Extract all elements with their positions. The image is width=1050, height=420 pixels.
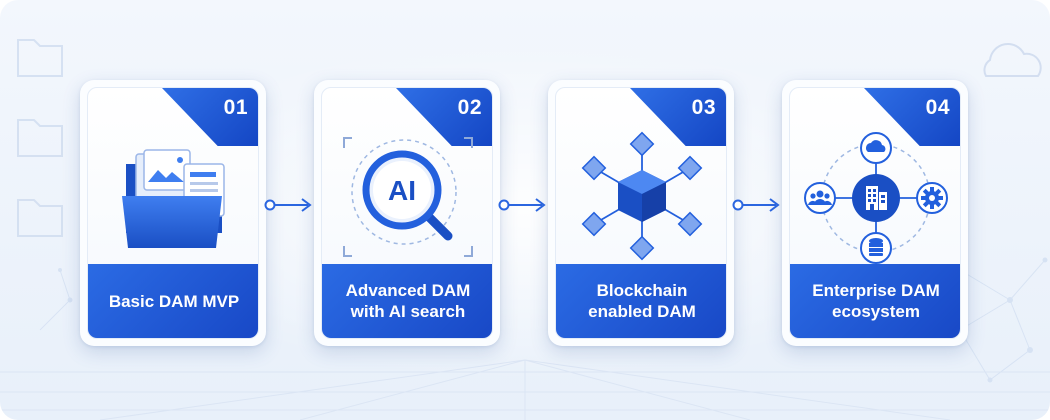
ai-search-icon: AI (343, 137, 473, 257)
step-card-4: 04 (782, 80, 968, 346)
step-card-2: 02 AI (314, 80, 500, 346)
step-label: Basic DAM MVP (108, 291, 240, 311)
step-number: 03 (691, 96, 716, 119)
step-number: 02 (457, 96, 482, 119)
connector-arrow-2 (498, 198, 546, 212)
step-label: Blockchain enabled DAM (588, 281, 696, 321)
folder-documents-icon (122, 149, 225, 248)
ai-icon-text: AI (388, 175, 416, 206)
step-card-3: 03 (548, 80, 734, 346)
connector-arrow-3 (732, 198, 780, 212)
enterprise-ecosystem-icon (804, 132, 948, 264)
step-label-band: Enterprise DAM ecosystem (790, 264, 960, 338)
step-number: 04 (925, 96, 950, 119)
step-card-1: 01 (80, 80, 266, 346)
blockchain-network-icon (581, 131, 703, 261)
step-number: 01 (223, 96, 248, 119)
step-label: Advanced DAM with AI search (345, 281, 471, 321)
step-label: Enterprise DAM ecosystem (812, 281, 940, 321)
connector-arrow-1 (264, 198, 312, 212)
step-label-band: Advanced DAM with AI search (322, 264, 492, 338)
step-label-band: Basic DAM MVP (88, 264, 258, 338)
step-label-band: Blockchain enabled DAM (556, 264, 726, 338)
